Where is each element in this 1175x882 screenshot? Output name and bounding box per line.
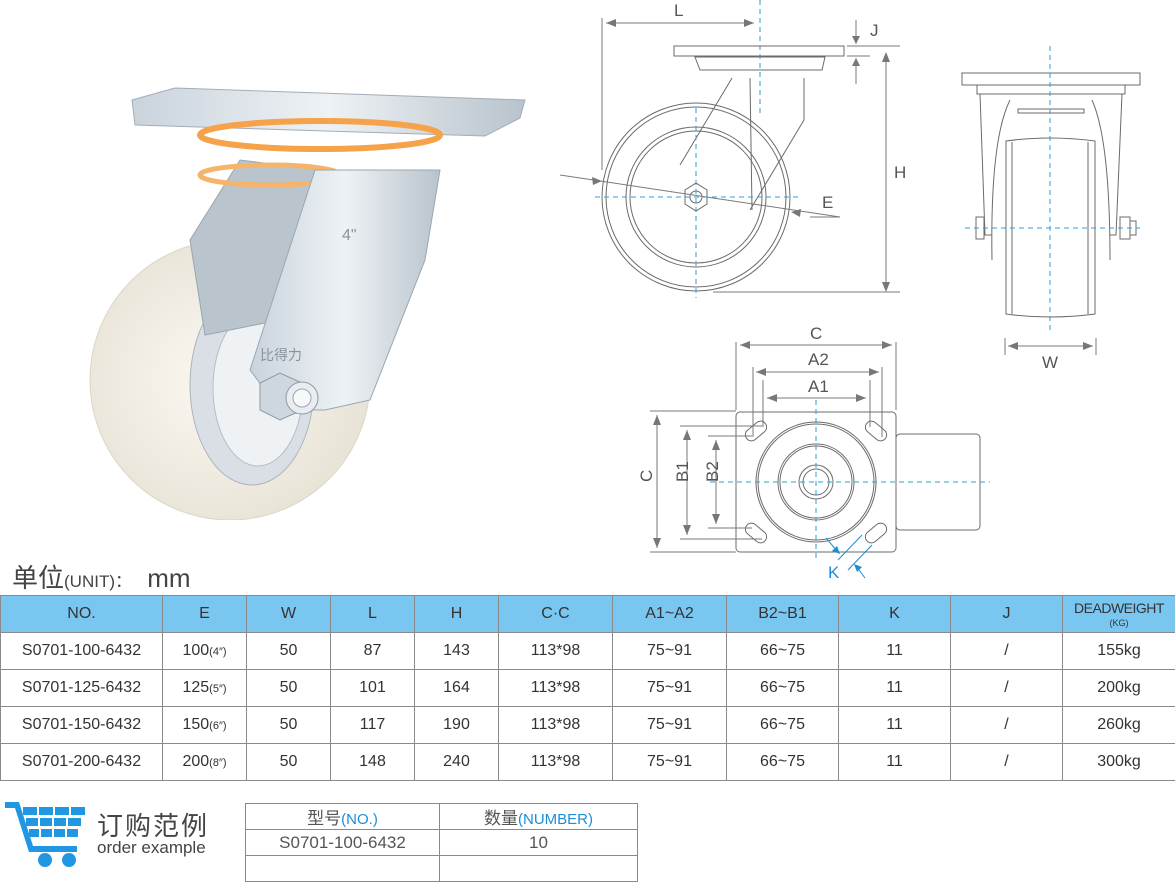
header-cc: C·C — [498, 595, 613, 633]
cell-e: 125(5″) — [162, 669, 247, 707]
cell-l: 87 — [330, 632, 415, 670]
header-k: K — [838, 595, 951, 633]
dim-label-H: H — [894, 163, 906, 182]
dim-label-C-side: C — [637, 470, 656, 482]
cell-w: 50 — [246, 632, 331, 670]
order-cell-no: S0701-100-6432 — [245, 829, 440, 856]
header-e: E — [162, 595, 247, 633]
cell-a: 75~91 — [612, 706, 727, 744]
cell-cc: 113*98 — [498, 743, 613, 781]
order-example-table: 型号(NO.) 数量(NUMBER) S0701-100-6432 10 — [245, 803, 638, 882]
order-cell-no — [245, 855, 440, 882]
unit-label: 单位(UNIT)： mm — [12, 558, 191, 595]
unit-label-cn: 单位 — [12, 563, 65, 593]
dim-label-A2: A2 — [808, 350, 829, 369]
cell-load: 155kg — [1062, 632, 1175, 670]
cell-k: 11 — [838, 632, 951, 670]
order-cell-qty — [439, 855, 638, 882]
cell-load: 300kg — [1062, 743, 1175, 781]
unit-value: mm — [147, 563, 191, 593]
dim-label-E: E — [822, 193, 833, 212]
top-plate-drawing: C A2 A1 C B1 B2 K — [637, 324, 990, 580]
header-deadweight: DEADWEIGHT (KG) — [1062, 595, 1175, 633]
cell-cc: 113*98 — [498, 706, 613, 744]
table-row: S0701-150-6432 150(6″) 50 117 190 113*98… — [0, 706, 1175, 744]
order-header-no: 型号(NO.) — [245, 803, 440, 830]
cell-k: 11 — [838, 706, 951, 744]
cell-a: 75~91 — [612, 669, 727, 707]
cell-w: 50 — [246, 706, 331, 744]
table-row: S0701-200-6432 200(8″) 50 148 240 113*98… — [0, 743, 1175, 781]
side-view-drawing: L E J H — [560, 0, 906, 298]
cell-b: 66~75 — [726, 743, 839, 781]
header-deadweight-label: DEADWEIGHT — [1074, 600, 1164, 616]
header-h: H — [414, 595, 499, 633]
cell-no: S0701-200-6432 — [0, 743, 163, 781]
order-header-row: 型号(NO.) 数量(NUMBER) — [245, 803, 638, 830]
cell-e: 100(4″) — [162, 632, 247, 670]
spec-header-row: NO. E W L H C·C A1~A2 B2~B1 K J DEADWEIG… — [0, 595, 1175, 633]
cell-a: 75~91 — [612, 632, 727, 670]
dim-label-W: W — [1042, 353, 1058, 372]
cell-j: / — [950, 706, 1063, 744]
order-example-subtitle: order example — [97, 838, 206, 857]
cell-load: 260kg — [1062, 706, 1175, 744]
cell-b: 66~75 — [726, 632, 839, 670]
header-w: W — [246, 595, 331, 633]
header-no: NO. — [0, 595, 163, 633]
header-j: J — [950, 595, 1063, 633]
order-example-title: 订购范例 — [97, 811, 210, 841]
cell-l: 101 — [330, 669, 415, 707]
cell-a: 75~91 — [612, 743, 727, 781]
header-a: A1~A2 — [612, 595, 727, 633]
table-row: S0701-100-6432 100(4″) 50 87 143 113*98 … — [0, 632, 1175, 670]
order-row — [245, 855, 638, 882]
dim-label-B2: B2 — [703, 461, 722, 482]
front-view-drawing: W — [961, 46, 1141, 372]
header-l: L — [330, 595, 415, 633]
cell-l: 117 — [330, 706, 415, 744]
cell-load: 200kg — [1062, 669, 1175, 707]
dim-label-L: L — [674, 1, 683, 20]
unit-label-en: (UNIT)： — [64, 572, 132, 591]
cell-w: 50 — [246, 743, 331, 781]
cell-no: S0701-125-6432 — [0, 669, 163, 707]
cell-b: 66~75 — [726, 706, 839, 744]
dim-label-K: K — [828, 563, 840, 580]
table-row: S0701-125-6432 125(5″) 50 101 164 113*98… — [0, 669, 1175, 707]
cell-j: / — [950, 632, 1063, 670]
dim-label-B1: B1 — [673, 461, 692, 482]
cell-w: 50 — [246, 669, 331, 707]
cell-cc: 113*98 — [498, 632, 613, 670]
cell-h: 190 — [414, 706, 499, 744]
shopping-cart-icon — [5, 802, 85, 867]
header-b: B2~B1 — [726, 595, 839, 633]
cell-k: 11 — [838, 669, 951, 707]
dim-label-A1: A1 — [808, 377, 829, 396]
cell-h: 240 — [414, 743, 499, 781]
spec-table: NO. E W L H C·C A1~A2 B2~B1 K J DEADWEIG… — [0, 595, 1175, 781]
cell-b: 66~75 — [726, 669, 839, 707]
brand-marking: 比得力 — [260, 347, 302, 363]
dim-label-J: J — [870, 21, 879, 40]
cell-k: 11 — [838, 743, 951, 781]
header-deadweight-unit: (KG) — [1109, 618, 1129, 628]
order-cell-qty: 10 — [439, 829, 638, 856]
cell-no: S0701-150-6432 — [0, 706, 163, 744]
cell-j: / — [950, 743, 1063, 781]
cell-e: 150(6″) — [162, 706, 247, 744]
cell-no: S0701-100-6432 — [0, 632, 163, 670]
order-header-number: 数量(NUMBER) — [439, 803, 638, 830]
cell-l: 148 — [330, 743, 415, 781]
dim-label-C-top: C — [810, 324, 822, 343]
cell-e: 200(8″) — [162, 743, 247, 781]
cell-h: 164 — [414, 669, 499, 707]
cell-cc: 113*98 — [498, 669, 613, 707]
cell-h: 143 — [414, 632, 499, 670]
order-row: S0701-100-6432 10 — [245, 829, 638, 856]
size-marking: 4" — [342, 227, 357, 244]
cell-j: / — [950, 669, 1063, 707]
caster-photo: 4" 比得力 — [89, 87, 526, 520]
